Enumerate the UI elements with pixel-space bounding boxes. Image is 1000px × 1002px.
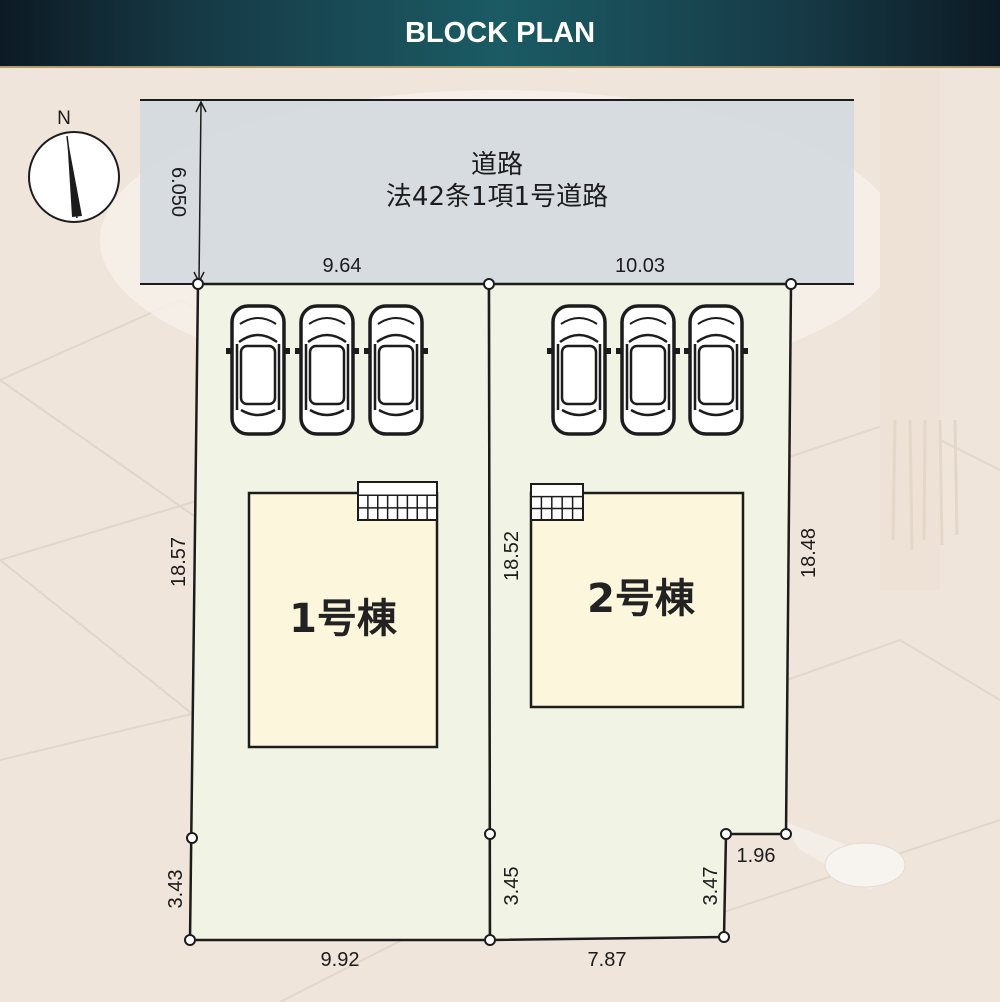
north-label: N [57, 108, 71, 129]
car-icon [547, 304, 611, 436]
boundary-point [780, 828, 792, 840]
boundary-point [484, 828, 496, 840]
road-width-arrow-top [195, 100, 207, 113]
building-2 [529, 491, 745, 709]
header-banner: BLOCK PLAN [0, 0, 1000, 68]
road-width-dimension-line [198, 101, 202, 283]
building-1 [247, 491, 439, 749]
boundary-point [186, 832, 198, 844]
compass-needle-axis [66, 135, 78, 219]
boundary-point [483, 278, 495, 290]
page-title: BLOCK PLAN [404, 16, 596, 49]
car-icon [226, 304, 290, 436]
car-icon [684, 304, 748, 436]
road-area [140, 100, 854, 284]
car-icon [364, 304, 428, 436]
entrance-steps-2 [530, 483, 584, 521]
lot-2-front-dimension: 10.03 [615, 255, 665, 277]
lot-1-left-upper-dimension: 18.57 [168, 537, 190, 587]
compass-needle [67, 136, 82, 217]
car-icon [295, 304, 359, 436]
building-1-label: 1号棟 [289, 596, 398, 642]
boundary-point [484, 934, 496, 946]
boundary-point [192, 278, 204, 290]
car-icon [616, 304, 680, 436]
lot-2-right-lower-dimension: 3.47 [700, 867, 722, 906]
lot-1-front-dimension: 9.64 [323, 255, 362, 277]
north-compass: N [28, 108, 120, 223]
lot-1-bottom-dimension: 9.92 [321, 949, 360, 971]
parking-cars [226, 304, 748, 436]
lot-2-bottom-dimension: 7.87 [588, 949, 627, 971]
boundary-point [718, 931, 730, 943]
building-2-label: 2号棟 [587, 576, 696, 622]
boundary-point [785, 278, 797, 290]
road-width-label: 6.050 [167, 167, 189, 217]
boundary-points [184, 278, 797, 946]
boundary-point [720, 828, 732, 840]
lot-2-right-upper-dimension: 18.48 [798, 528, 820, 578]
entrance-steps-1 [357, 481, 438, 521]
lot-2-left-lower-dimension: 3.45 [501, 867, 523, 906]
lot-1-left-lower-dimension: 3.43 [165, 870, 187, 909]
lot-2-step-dimension: 1.96 [737, 845, 776, 867]
lot-2-left-upper-dimension: 18.52 [501, 531, 523, 581]
road-label: 道路 [471, 150, 523, 180]
boundary-point [184, 934, 196, 946]
road-classification: 法42条1項1号道路 [386, 182, 608, 212]
